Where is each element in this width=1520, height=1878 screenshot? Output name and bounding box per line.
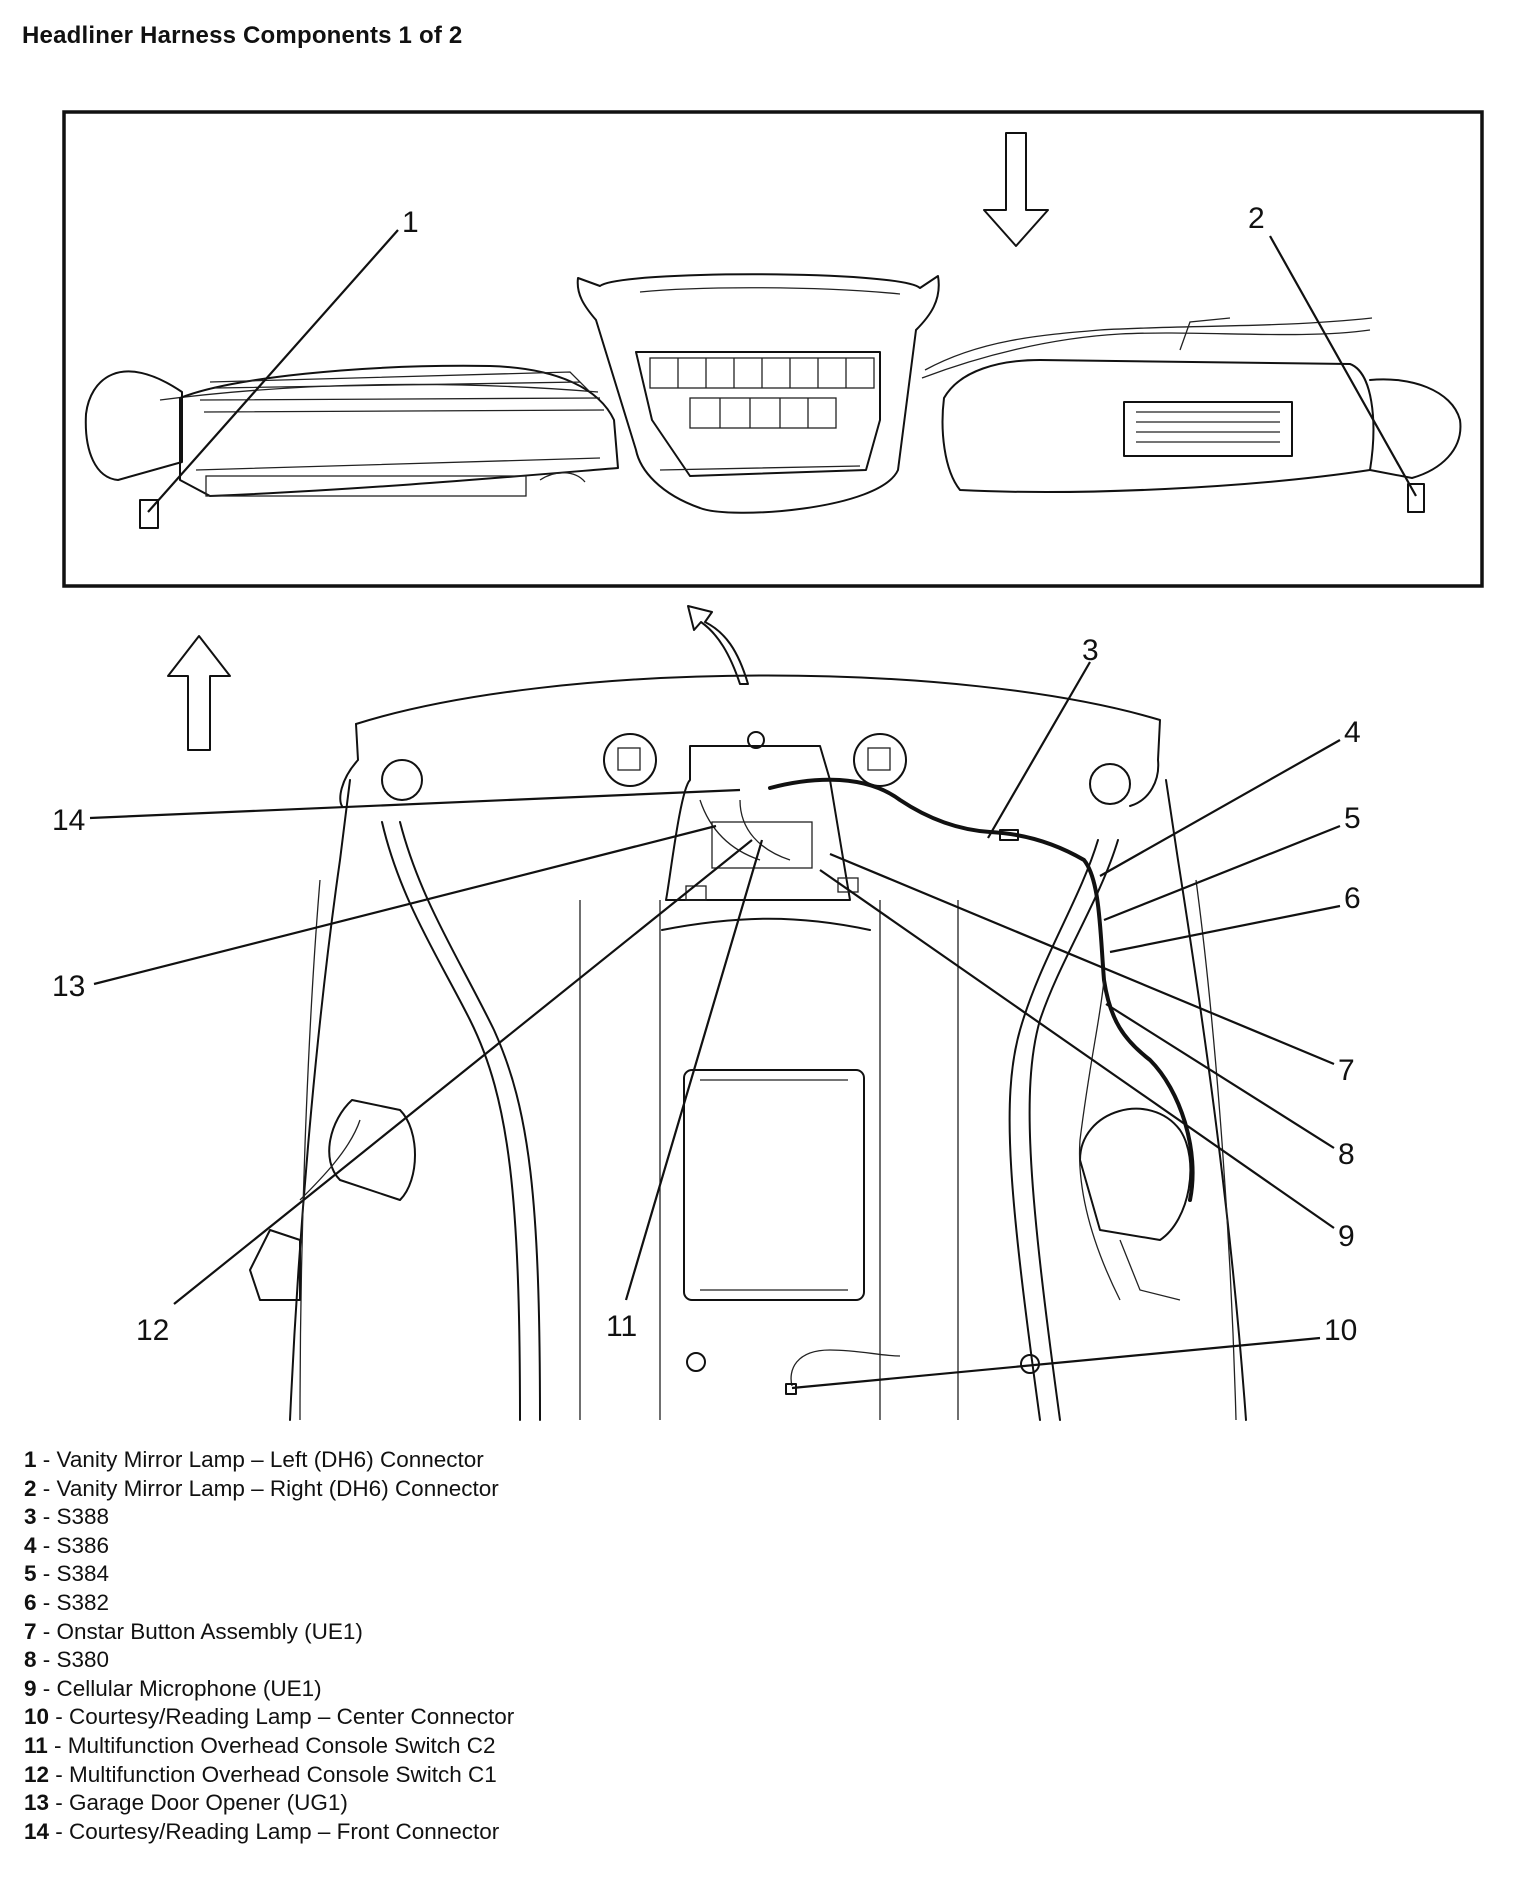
legend-item: 5 - S384 [24,1561,110,1587]
legend-number: 9 [24,1675,37,1701]
legend-number: 1 [24,1447,37,1472]
front-arrow-up-icon [167,635,231,751]
legend-item: 12 - Multifunction Overhead Console Swit… [24,1761,497,1787]
legend-item: 6 - S382 [24,1589,110,1615]
legend-item: 14 - Courtesy/Reading Lamp – Front Conne… [24,1818,500,1844]
legend-number: 5 [24,1561,37,1587]
callout-2: 2 [1248,202,1265,235]
callout-8: 8 [1338,1138,1355,1171]
headliner-panel [249,674,1247,1421]
legend-text: S384 [56,1561,110,1587]
legend-item: 13 - Garage Door Opener (UG1) [24,1790,348,1816]
left-vanity-housing [84,364,619,529]
callout-5: 5 [1344,802,1361,835]
overhead-console [576,273,940,514]
leader-14 [89,788,741,820]
legend-text: Courtesy/Reading Lamp – Front Connector [69,1818,500,1844]
detail-pointer-arrow-icon [687,605,749,685]
legend-text: S388 [56,1504,110,1530]
legend-item: 1 - Vanity Mirror Lamp – Left (DH6) Conn… [24,1447,484,1472]
view-arrow-down-icon [983,132,1049,247]
leader-10 [791,1336,1321,1390]
legend-number: 7 [24,1618,37,1644]
leader-6 [1109,904,1341,954]
leader-4 [1099,739,1341,877]
callout-numbers: 3 4 5 6 7 8 9 10 11 12 13 14 [52,634,1361,1347]
legend-text: S382 [56,1589,110,1615]
callout-10: 10 [1324,1314,1357,1347]
callout-1: 1 [402,206,419,239]
detail-view: 1 2 [62,110,1484,588]
leader-7 [829,852,1335,1066]
legend-item: 2 - Vanity Mirror Lamp – Right (DH6) Con… [24,1475,499,1501]
legend-number: 6 [24,1589,37,1615]
legend-item: 4 - S386 [24,1532,110,1558]
legend-text: Vanity Mirror Lamp – Right (DH6) Connect… [56,1475,499,1501]
wiring-harness [299,777,1195,1395]
legend-item: 7 - Onstar Button Assembly (UE1) [24,1618,363,1644]
legend-number: 12 [24,1761,50,1787]
callout-7: 7 [1338,1054,1355,1087]
legend-text: S380 [56,1647,110,1673]
legend-item: 3 - S388 [24,1504,110,1530]
legend-text: Courtesy/Reading Lamp – Center Connector [69,1704,515,1730]
callout-4: 4 [1344,716,1361,749]
leader-9 [819,869,1335,1229]
legend-number: 11 [24,1732,48,1758]
legend-text: Onstar Button Assembly (UE1) [56,1618,363,1644]
legend-number: 8 [24,1647,37,1673]
legend-number: 13 [24,1790,50,1816]
legend-text: Garage Door Opener (UG1) [69,1790,348,1816]
callout-14: 14 [52,804,85,837]
legend-text: Vanity Mirror Lamp – Left (DH6) Connecto… [56,1447,484,1472]
legend-number: 2 [24,1475,37,1501]
legend-text: S386 [56,1532,110,1558]
main-view: 3 4 5 6 7 8 9 10 11 12 13 14 [52,605,1361,1421]
leader-11 [624,839,764,1301]
callout-9: 9 [1338,1220,1355,1253]
headliner-diagram: 1 2 [52,110,1484,1421]
legend-item: 11 - Multifunction Overhead Console Swit… [24,1732,496,1758]
leader-8 [1105,1003,1335,1149]
leader-1 [147,229,399,513]
detail-frame [62,110,1484,588]
callout-11: 11 [606,1310,637,1343]
leader-12 [173,839,753,1305]
legend-number: 4 [24,1532,37,1558]
callout-3: 3 [1082,634,1099,667]
legend-number: 10 [24,1704,50,1730]
callout-12: 12 [136,1314,169,1347]
leader-5 [1103,824,1341,922]
leader-lines [89,661,1341,1390]
component-legend: 1 - Vanity Mirror Lamp – Left (DH6) Conn… [24,1446,514,1846]
leader-3 [987,661,1091,839]
legend-text: Cellular Microphone (UE1) [56,1675,322,1701]
leader-13 [93,824,717,986]
legend-item: 10 - Courtesy/Reading Lamp – Center Conn… [24,1704,515,1730]
legend-item: 9 - Cellular Microphone (UE1) [24,1675,322,1701]
legend-number: 14 [24,1818,50,1844]
diagram-title: Headliner Harness Components 1 of 2 [22,22,463,49]
legend-text: Multifunction Overhead Console Switch C2 [67,1732,496,1758]
right-vanity-housing [941,317,1462,513]
legend-number: 3 [24,1504,37,1530]
callout-6: 6 [1344,882,1361,915]
callout-13: 13 [52,970,85,1003]
legend-item: 8 - S380 [24,1647,110,1673]
legend-text: Multifunction Overhead Console Switch C1 [69,1761,497,1787]
leader-2 [1269,235,1417,497]
